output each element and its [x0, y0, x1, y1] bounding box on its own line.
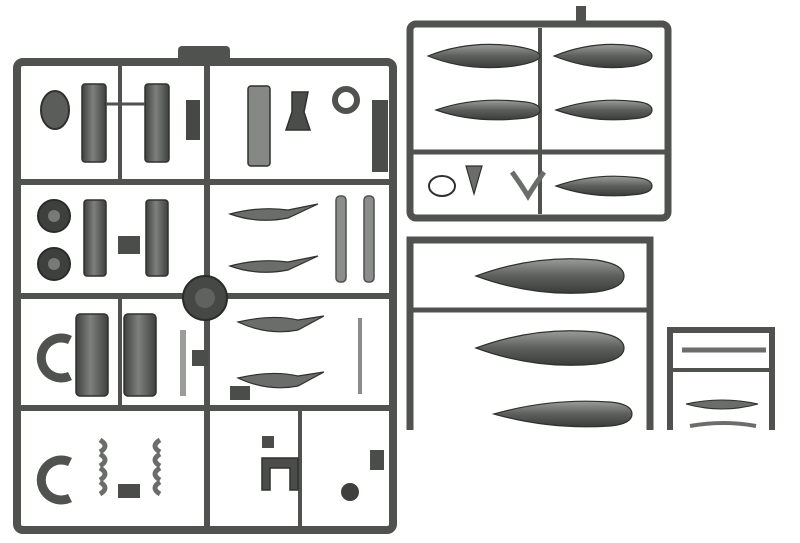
sprue-frame-top-right	[406, 20, 672, 222]
parts-row-3	[36, 313, 362, 400]
sprue-tab-left	[178, 46, 230, 66]
small-parts-right	[682, 347, 766, 428]
parts-row-2	[37, 195, 375, 321]
parts-row-4	[36, 436, 384, 505]
sprue-tab-top-right	[576, 6, 586, 24]
tank-halves-top	[426, 43, 653, 201]
parts-row-1	[40, 83, 388, 172]
image-cutout	[404, 432, 800, 543]
sprue-frame-small-right	[667, 327, 775, 430]
sprue-frame-middle-right	[406, 236, 654, 430]
drop-tanks-large	[474, 258, 633, 428]
